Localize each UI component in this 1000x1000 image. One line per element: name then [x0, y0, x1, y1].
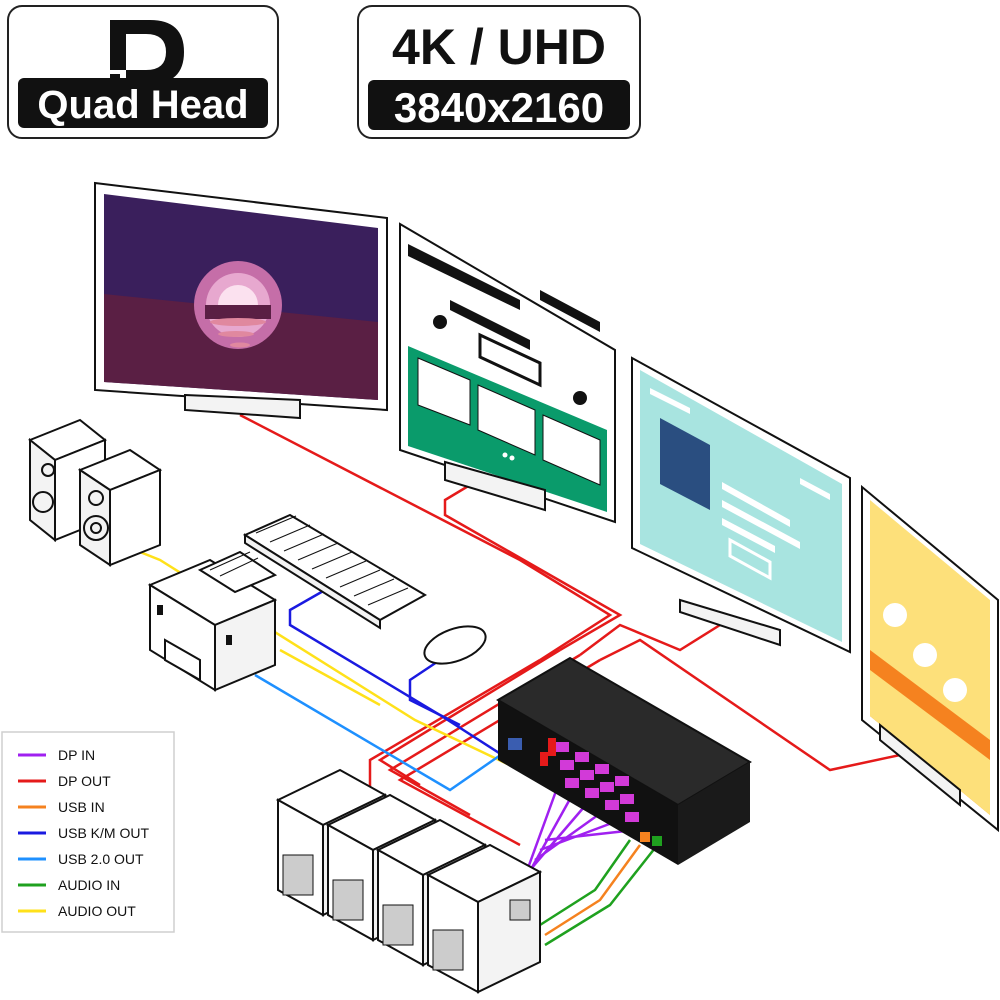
legend-label: USB 2.0 OUT: [58, 851, 144, 867]
legend-label: DP OUT: [58, 773, 111, 789]
printer-icon: [147, 550, 278, 692]
monitor-2: [399, 222, 616, 524]
keyboard-icon: [242, 513, 428, 630]
legend-item: USB 2.0 OUT: [18, 851, 144, 867]
legend-label: USB IN: [58, 799, 105, 815]
speaker-icon: [28, 418, 163, 567]
legend: DP IN DP OUT USB IN USB K/M OUT USB 2.0 OUT A…: [1, 731, 175, 933]
displayport-quad-head-badge: Quad Head: [7, 5, 279, 139]
monitor-3: [631, 356, 851, 654]
resolution-badge: 4K / UHD 3840x2160: [357, 5, 641, 139]
legend-label: DP IN: [58, 747, 95, 763]
legend-item: AUDIO OUT: [18, 903, 136, 919]
legend-label: AUDIO OUT: [58, 903, 136, 919]
mouse-icon: [423, 625, 487, 665]
badge-quad-head-label: Quad Head: [37, 83, 248, 127]
legend-item: AUDIO IN: [18, 877, 120, 893]
monitor-4: [861, 484, 999, 833]
monitor-1: [94, 181, 388, 420]
legend-item: DP OUT: [18, 773, 111, 789]
kvm-switch-icon: [496, 656, 752, 865]
badge-resolution-label: 3840x2160: [394, 84, 604, 131]
legend-item: USB K/M OUT: [18, 825, 149, 841]
legend-label: AUDIO IN: [58, 877, 120, 893]
legend-item: DP IN: [18, 747, 95, 763]
computer-tower-icon: [275, 768, 543, 994]
badge-4k-uhd-label: 4K / UHD: [392, 19, 606, 75]
legend-label: USB K/M OUT: [58, 825, 149, 841]
legend-item: USB IN: [18, 799, 105, 815]
